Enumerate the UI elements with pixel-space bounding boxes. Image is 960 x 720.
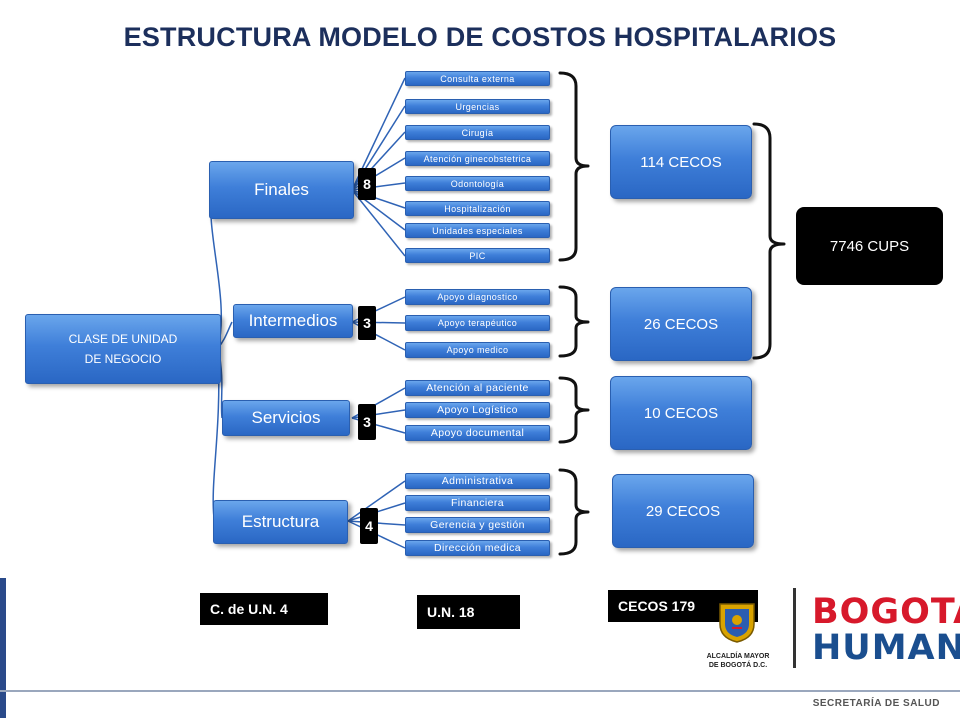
- brace-finales: [558, 71, 590, 262]
- root-line2: DE NEGOCIO: [84, 352, 162, 366]
- bogota-seal-icon: [719, 603, 755, 643]
- alcaldia-line2: DE BOGOTÁ D.C.: [708, 662, 768, 669]
- category-servicios: Servicios: [222, 400, 350, 436]
- leaf-apoyo-diagnostico: Apoyo diagnostico: [405, 289, 550, 305]
- logo-bogota: BOGOTÁ: [812, 592, 960, 632]
- leaf-cirugia: Cirugía: [405, 125, 550, 140]
- cups-total: 7746 CUPS: [796, 207, 943, 285]
- brace-cups: [752, 122, 786, 360]
- brace-intermedios: [558, 285, 590, 358]
- leaf-hospitalizacion: Hospitalización: [405, 201, 550, 216]
- leaf-apoyo-medico: Apoyo medico: [405, 342, 550, 358]
- category-intermedios: Intermedios: [233, 304, 353, 338]
- root-node: CLASE DE UNIDAD DE NEGOCIO: [25, 314, 221, 384]
- count-badge-intermedios: 3: [358, 306, 376, 340]
- alcaldia-line1: ALCALDÍA MAYOR: [706, 653, 770, 660]
- leaf-gerencia-y-gestion: Gerencia y gestión: [405, 517, 550, 533]
- footer-left-rule: [0, 578, 6, 718]
- leaf-atencion-ginecobstetrica: Atención ginecobstetrica: [405, 151, 550, 166]
- leaf-consulta-externa: Consulta externa: [405, 71, 550, 86]
- leaf-odontologia: Odontología: [405, 176, 550, 191]
- footer-rule: [0, 690, 960, 692]
- category-estructura: Estructura: [213, 500, 348, 544]
- total-un: U.N. 18: [417, 595, 520, 629]
- total-cun: C. de U.N. 4: [200, 593, 328, 625]
- count-badge-servicios: 3: [358, 404, 376, 440]
- alcaldia-text: ALCALDÍA MAYOR DE BOGOTÁ D.C.: [690, 652, 786, 670]
- leaf-apoyo-documental: Apoyo documental: [405, 425, 550, 441]
- leaf-urgencias: Urgencias: [405, 99, 550, 114]
- cecos-finales: 114 CECOS: [610, 125, 752, 199]
- cecos-estructura: 29 CECOS: [612, 474, 754, 548]
- cecos-intermedios: 26 CECOS: [610, 287, 752, 361]
- root-line1: CLASE DE UNIDAD: [68, 332, 178, 346]
- secretaria-label: SECRETARÍA DE SALUD: [812, 698, 940, 709]
- leaf-atencion-al-paciente: Atención al paciente: [405, 380, 550, 396]
- leaf-unidades-especiales: Unidades especiales: [405, 223, 550, 238]
- count-badge-finales: 8: [358, 168, 376, 200]
- logo-divider: [793, 588, 796, 668]
- leaf-apoyo-terapeutico: Apoyo terapéutico: [405, 315, 550, 331]
- brace-servicios: [558, 376, 590, 444]
- leaf-pic: PIC: [405, 248, 550, 263]
- leaf-direccion-medica: Dirección medica: [405, 540, 550, 556]
- cecos-servicios: 10 CECOS: [610, 376, 752, 450]
- leaf-financiera: Financiera: [405, 495, 550, 511]
- logo-humana: HUMANA: [812, 628, 960, 668]
- leaf-administrativa: Administrativa: [405, 473, 550, 489]
- category-finales: Finales: [209, 161, 354, 219]
- leaf-apoyo-logistico: Apoyo Logístico: [405, 402, 550, 418]
- brace-estructura: [558, 468, 590, 556]
- count-badge-estructura: 4: [360, 508, 378, 544]
- page-title: ESTRUCTURA MODELO DE COSTOS HOSPITALARIO…: [123, 22, 837, 52]
